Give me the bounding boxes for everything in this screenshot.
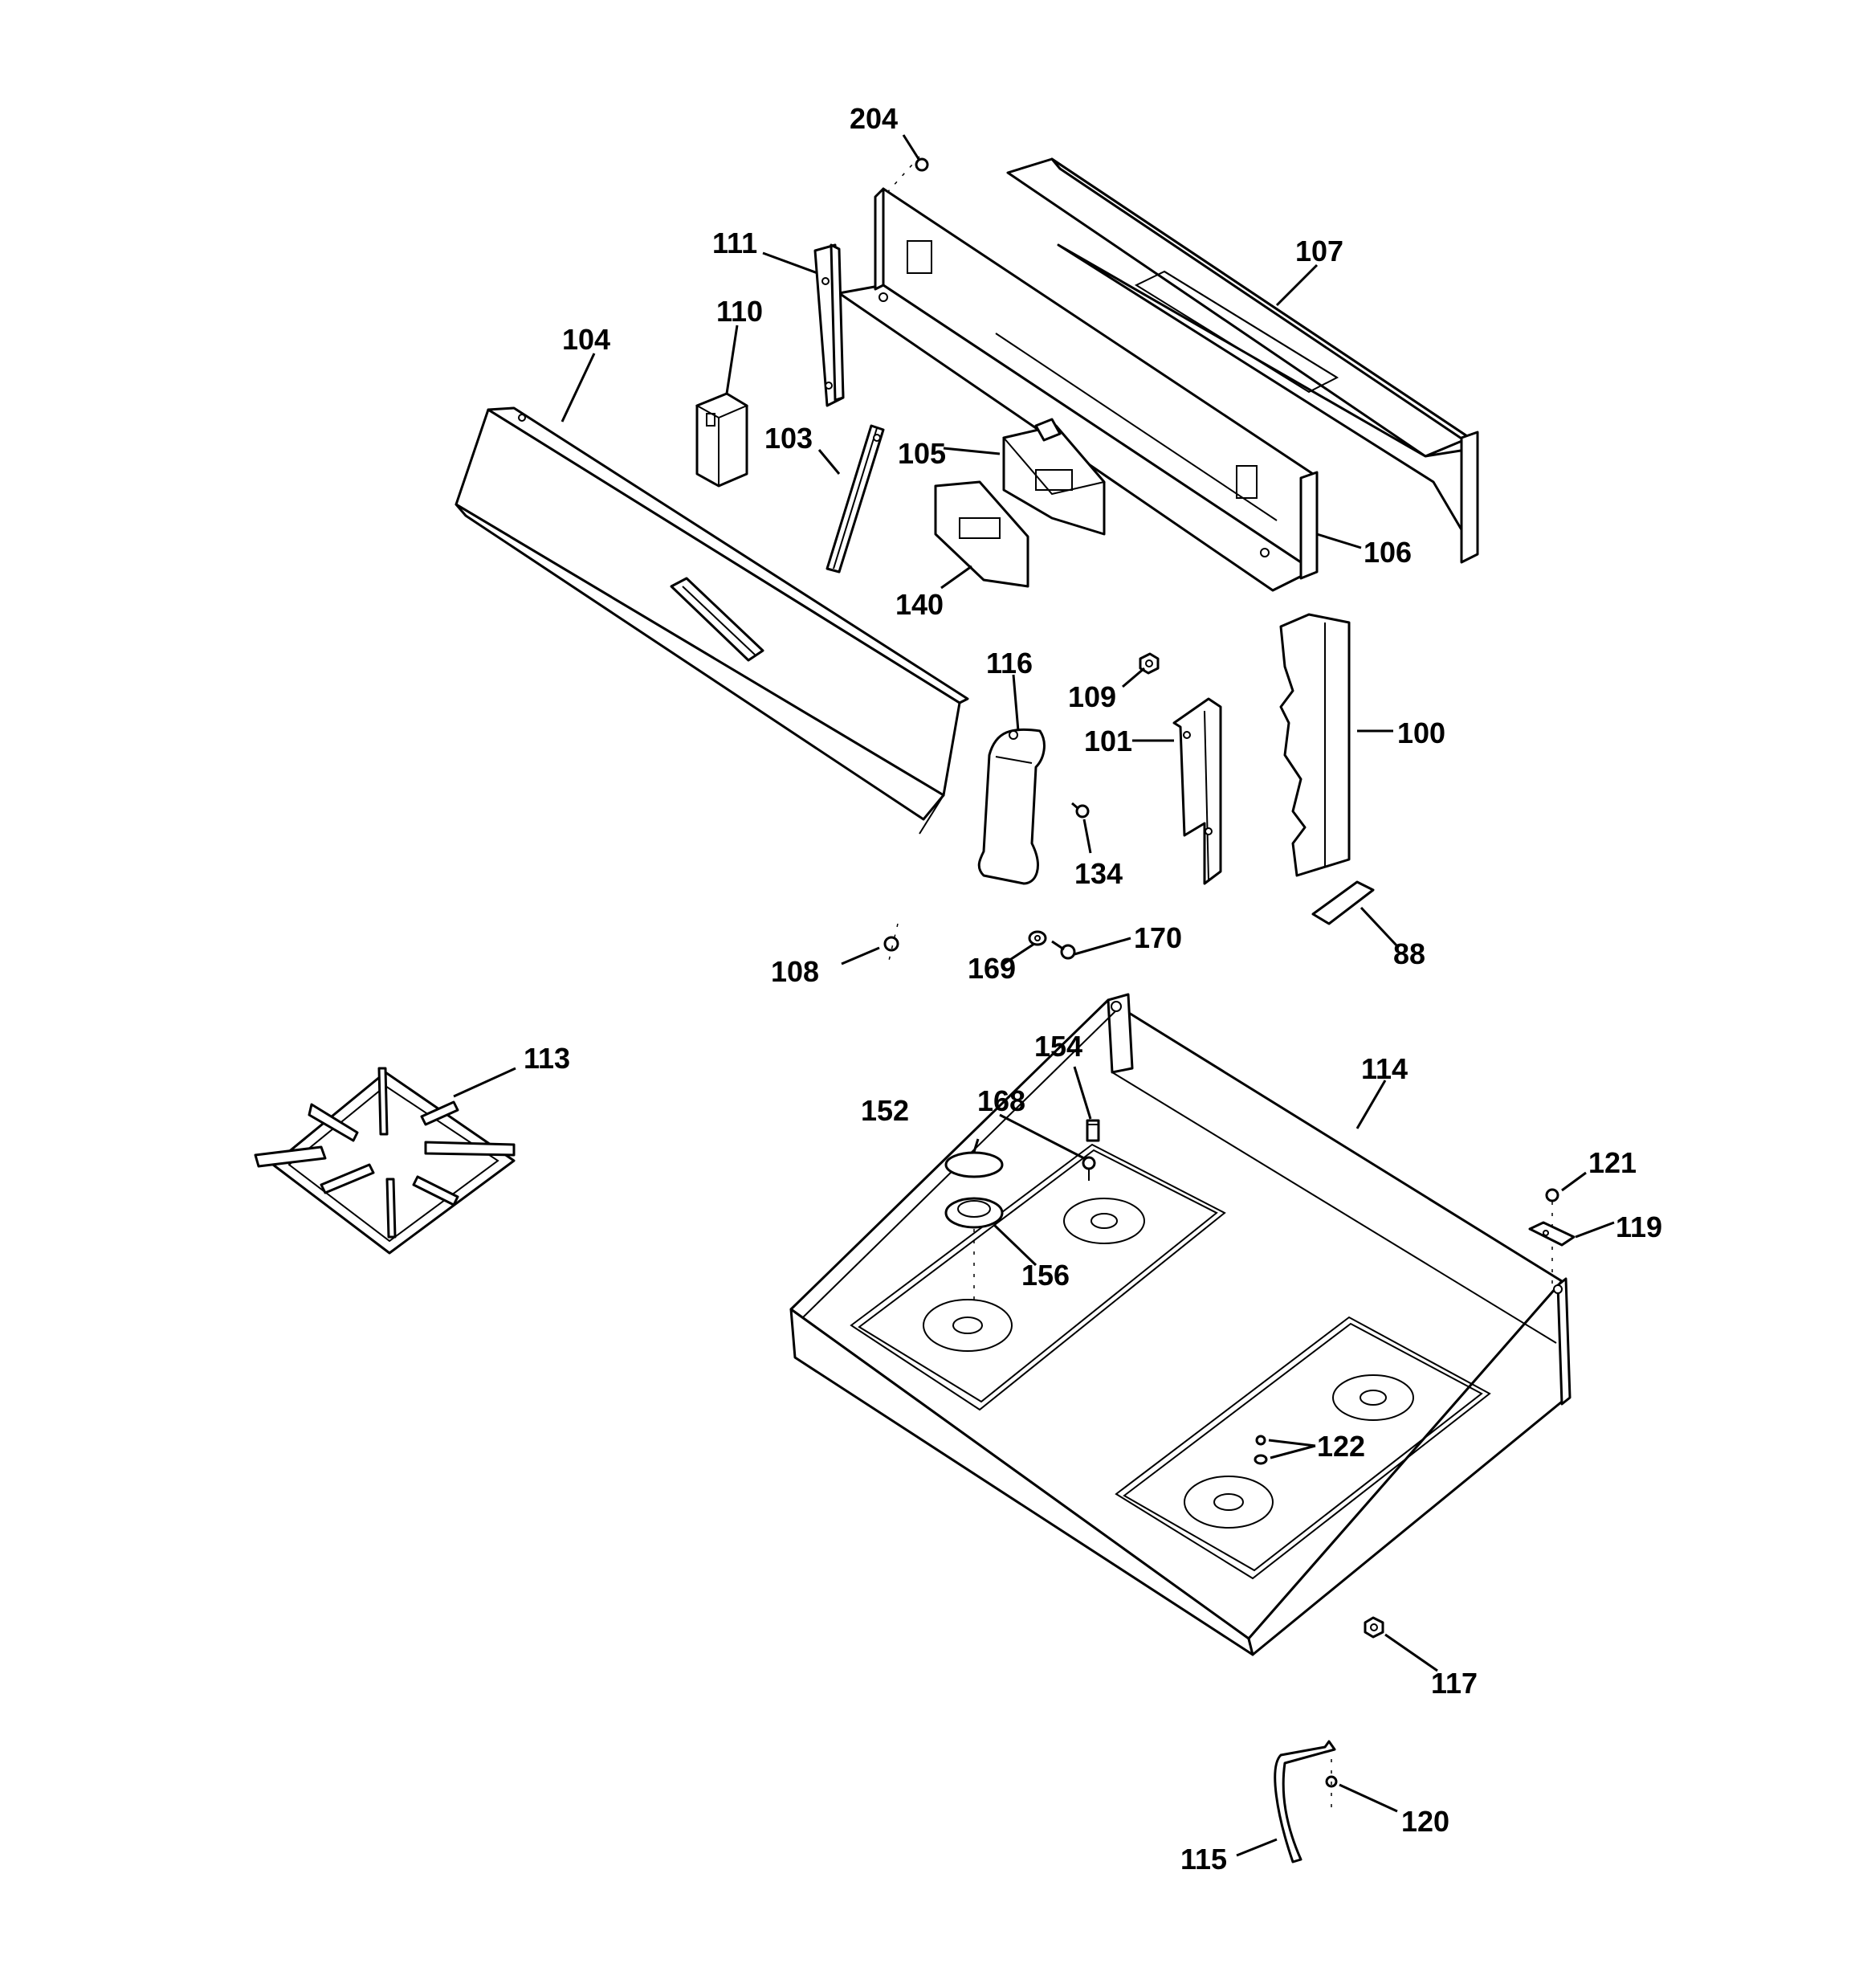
- leader-lines: [453, 134, 1615, 1857]
- callout-152: 152: [861, 1094, 909, 1127]
- callout-101: 101: [1084, 725, 1132, 757]
- callout-88: 88: [1393, 937, 1425, 970]
- part-106-backguard: [838, 187, 1319, 592]
- part-113-grate: [254, 1067, 516, 1255]
- callout-156: 156: [1021, 1259, 1070, 1292]
- callout-110: 110: [716, 295, 763, 328]
- part-111-bracket: [813, 243, 845, 407]
- callout-108: 108: [771, 955, 819, 988]
- callout-134: 134: [1074, 857, 1123, 890]
- callout-168: 168: [977, 1084, 1025, 1117]
- part-115-rod: [1274, 1740, 1336, 1863]
- callout-204: 204: [850, 102, 898, 135]
- callout-111: 111: [712, 227, 757, 259]
- callout-109: 109: [1068, 680, 1116, 713]
- part-156-burner-head: [944, 1197, 1004, 1301]
- callout-116: 116: [986, 647, 1033, 680]
- part-154-orifice: [1086, 1119, 1100, 1142]
- part-100-side-trim: [1279, 613, 1351, 877]
- callout-115: 115: [1180, 1843, 1227, 1876]
- part-103-bar: [826, 424, 885, 574]
- callout-169: 169: [968, 952, 1016, 985]
- callout-114: 114: [1361, 1052, 1408, 1085]
- part-109-nut: [1139, 652, 1160, 675]
- part-152-burner-cap: [944, 1151, 1004, 1178]
- callout-154: 154: [1034, 1030, 1082, 1063]
- part-101-bracket: [1172, 697, 1222, 885]
- callout-106: 106: [1364, 536, 1412, 569]
- callout-170: 170: [1134, 921, 1182, 954]
- callout-117: 117: [1431, 1667, 1478, 1700]
- part-88-clip: [1311, 880, 1375, 925]
- callout-104: 104: [562, 323, 610, 356]
- part-110-module: [695, 392, 749, 488]
- callout-100: 100: [1397, 716, 1445, 749]
- callout-labels: 204 111 110 104 107 103 105 106 140 116 …: [524, 102, 1662, 1876]
- part-169-washer: [1028, 930, 1047, 946]
- part-108-screw: [883, 923, 899, 965]
- part-117-nut: [1364, 1616, 1384, 1639]
- callout-103: 103: [764, 422, 813, 455]
- callout-105: 105: [898, 437, 946, 470]
- callout-121: 121: [1588, 1146, 1637, 1179]
- part-204-screw: [883, 156, 929, 198]
- part-140-overlay: [934, 480, 1029, 588]
- part-116-end-cap: [977, 728, 1046, 885]
- part-105-clock: [1002, 418, 1106, 536]
- callout-122: 122: [1317, 1430, 1365, 1463]
- callout-107: 107: [1295, 235, 1343, 267]
- part-104-control-panel: [455, 406, 969, 835]
- callout-113: 113: [524, 1042, 570, 1075]
- part-122-screw-washer: [1254, 1435, 1268, 1465]
- part-107-rear-trim: [1006, 157, 1479, 564]
- callout-120: 120: [1401, 1805, 1449, 1838]
- part-120-nut: [1325, 1759, 1338, 1807]
- part-168-screw: [1082, 1156, 1096, 1181]
- part-170-screw: [1051, 940, 1076, 960]
- callout-119: 119: [1616, 1210, 1662, 1243]
- part-134-screw: [1071, 802, 1090, 818]
- part-119-bracket: [1528, 1221, 1576, 1247]
- part-121-screw: [1545, 1188, 1559, 1285]
- callout-140: 140: [895, 588, 944, 621]
